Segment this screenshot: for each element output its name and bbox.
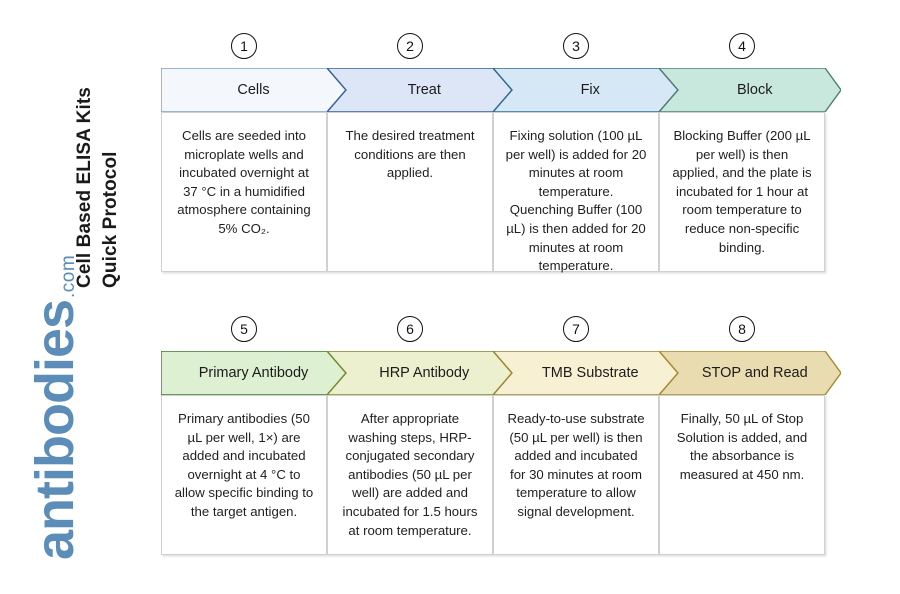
step-label-6: HRP Antibody — [379, 365, 470, 381]
step-description-5: Primary antibodies (50 µL per well, 1×) … — [161, 395, 327, 555]
protocol-row-2: 5 6 7 8 Primary Antibody HRP Antibody TMB Sub… — [161, 316, 841, 555]
step-label-3: Fix — [580, 82, 600, 98]
step-label-7: TMB Substrate — [541, 365, 639, 381]
step-label-4: Block — [737, 82, 773, 98]
step-description-1: Cells are seeded into microplate wells a… — [161, 112, 327, 272]
step-number-strip-2: 5 6 7 8 — [161, 316, 825, 351]
page-title-line-2: Quick Protocol — [100, 151, 121, 288]
step-number-1: 1 — [231, 33, 257, 59]
step-number-strip-1: 1 2 3 4 — [161, 33, 825, 68]
left-rail: Cell Based ELISA Kits Quick Protocol ant… — [0, 0, 155, 594]
step-description-6: After appropriate washing steps, HRP-con… — [327, 395, 493, 555]
step-description-4: Blocking Buffer (200 µL per well) is the… — [659, 112, 825, 272]
step-description-7: Ready-to-use substrate (50 µL per well) … — [493, 395, 659, 555]
brand-logo: antibodies .com — [25, 254, 85, 560]
step-label-5: Primary Antibody — [198, 365, 309, 381]
step-number-7: 7 — [563, 316, 589, 342]
step-number-6: 6 — [397, 316, 423, 342]
step-header-3[interactable]: Fix — [493, 68, 678, 112]
step-header-5[interactable]: Primary Antibody — [161, 351, 346, 395]
step-number-4: 4 — [729, 33, 755, 59]
step-number-2: 2 — [397, 33, 423, 59]
step-header-shape-7 — [493, 351, 678, 395]
step-header-4[interactable]: Block — [659, 68, 841, 112]
step-number-8: 8 — [729, 316, 755, 342]
chevron-strip-2: Primary Antibody HRP Antibody TMB Substrat… — [161, 351, 841, 395]
brand-tld: .com — [58, 254, 79, 298]
chevron-strip-1: Cells Treat Fix Block — [161, 68, 841, 112]
step-description-text-1: Cells are seeded into microplate wells a… — [177, 128, 311, 236]
step-description-text-4: Blocking Buffer (200 µL per well) is the… — [672, 128, 812, 255]
step-label-2: Treat — [407, 82, 441, 98]
step-description-text-5: Primary antibodies (50 µL per well, 1×) … — [174, 411, 314, 519]
step-number-5: 5 — [231, 316, 257, 342]
step-description-text-2: The desired treatment conditions are the… — [345, 128, 475, 181]
step-header-8[interactable]: STOP and Read — [659, 351, 841, 395]
step-description-3: Fixing solution (100 µL per well) is add… — [493, 112, 659, 273]
step-header-shape-4 — [659, 68, 841, 112]
step-header-shape-8 — [659, 351, 841, 395]
step-description-2: The desired treatment conditions are the… — [327, 112, 493, 272]
description-strip-1: Cells are seeded into microplate wells a… — [161, 112, 825, 273]
step-header-7[interactable]: TMB Substrate — [493, 351, 678, 395]
step-header-1[interactable]: Cells — [161, 68, 346, 112]
step-description-8: Finally, 50 µL of Stop Solution is added… — [659, 395, 825, 555]
step-description-text-7: Ready-to-use substrate (50 µL per well) … — [507, 411, 645, 519]
step-description-text-3: Fixing solution (100 µL per well) is add… — [505, 128, 647, 274]
step-header-shape-2 — [327, 68, 512, 112]
step-description-text-6: After appropriate washing steps, HRP-con… — [342, 411, 478, 538]
brand-name: antibodies — [25, 299, 85, 560]
step-description-text-8: Finally, 50 µL of Stop Solution is added… — [676, 411, 808, 482]
step-number-3: 3 — [563, 33, 589, 59]
description-strip-2: Primary antibodies (50 µL per well, 1×) … — [161, 395, 825, 555]
step-label-1: Cells — [237, 82, 270, 98]
step-header-6[interactable]: HRP Antibody — [327, 351, 512, 395]
step-header-shape-6 — [327, 351, 512, 395]
protocol-row-1: 1 2 3 4 Cells Treat Fix Block Cells are seeded… — [161, 33, 841, 273]
step-header-shape-3 — [493, 68, 678, 112]
step-label-8: STOP and Read — [701, 365, 808, 381]
step-header-2[interactable]: Treat — [327, 68, 512, 112]
